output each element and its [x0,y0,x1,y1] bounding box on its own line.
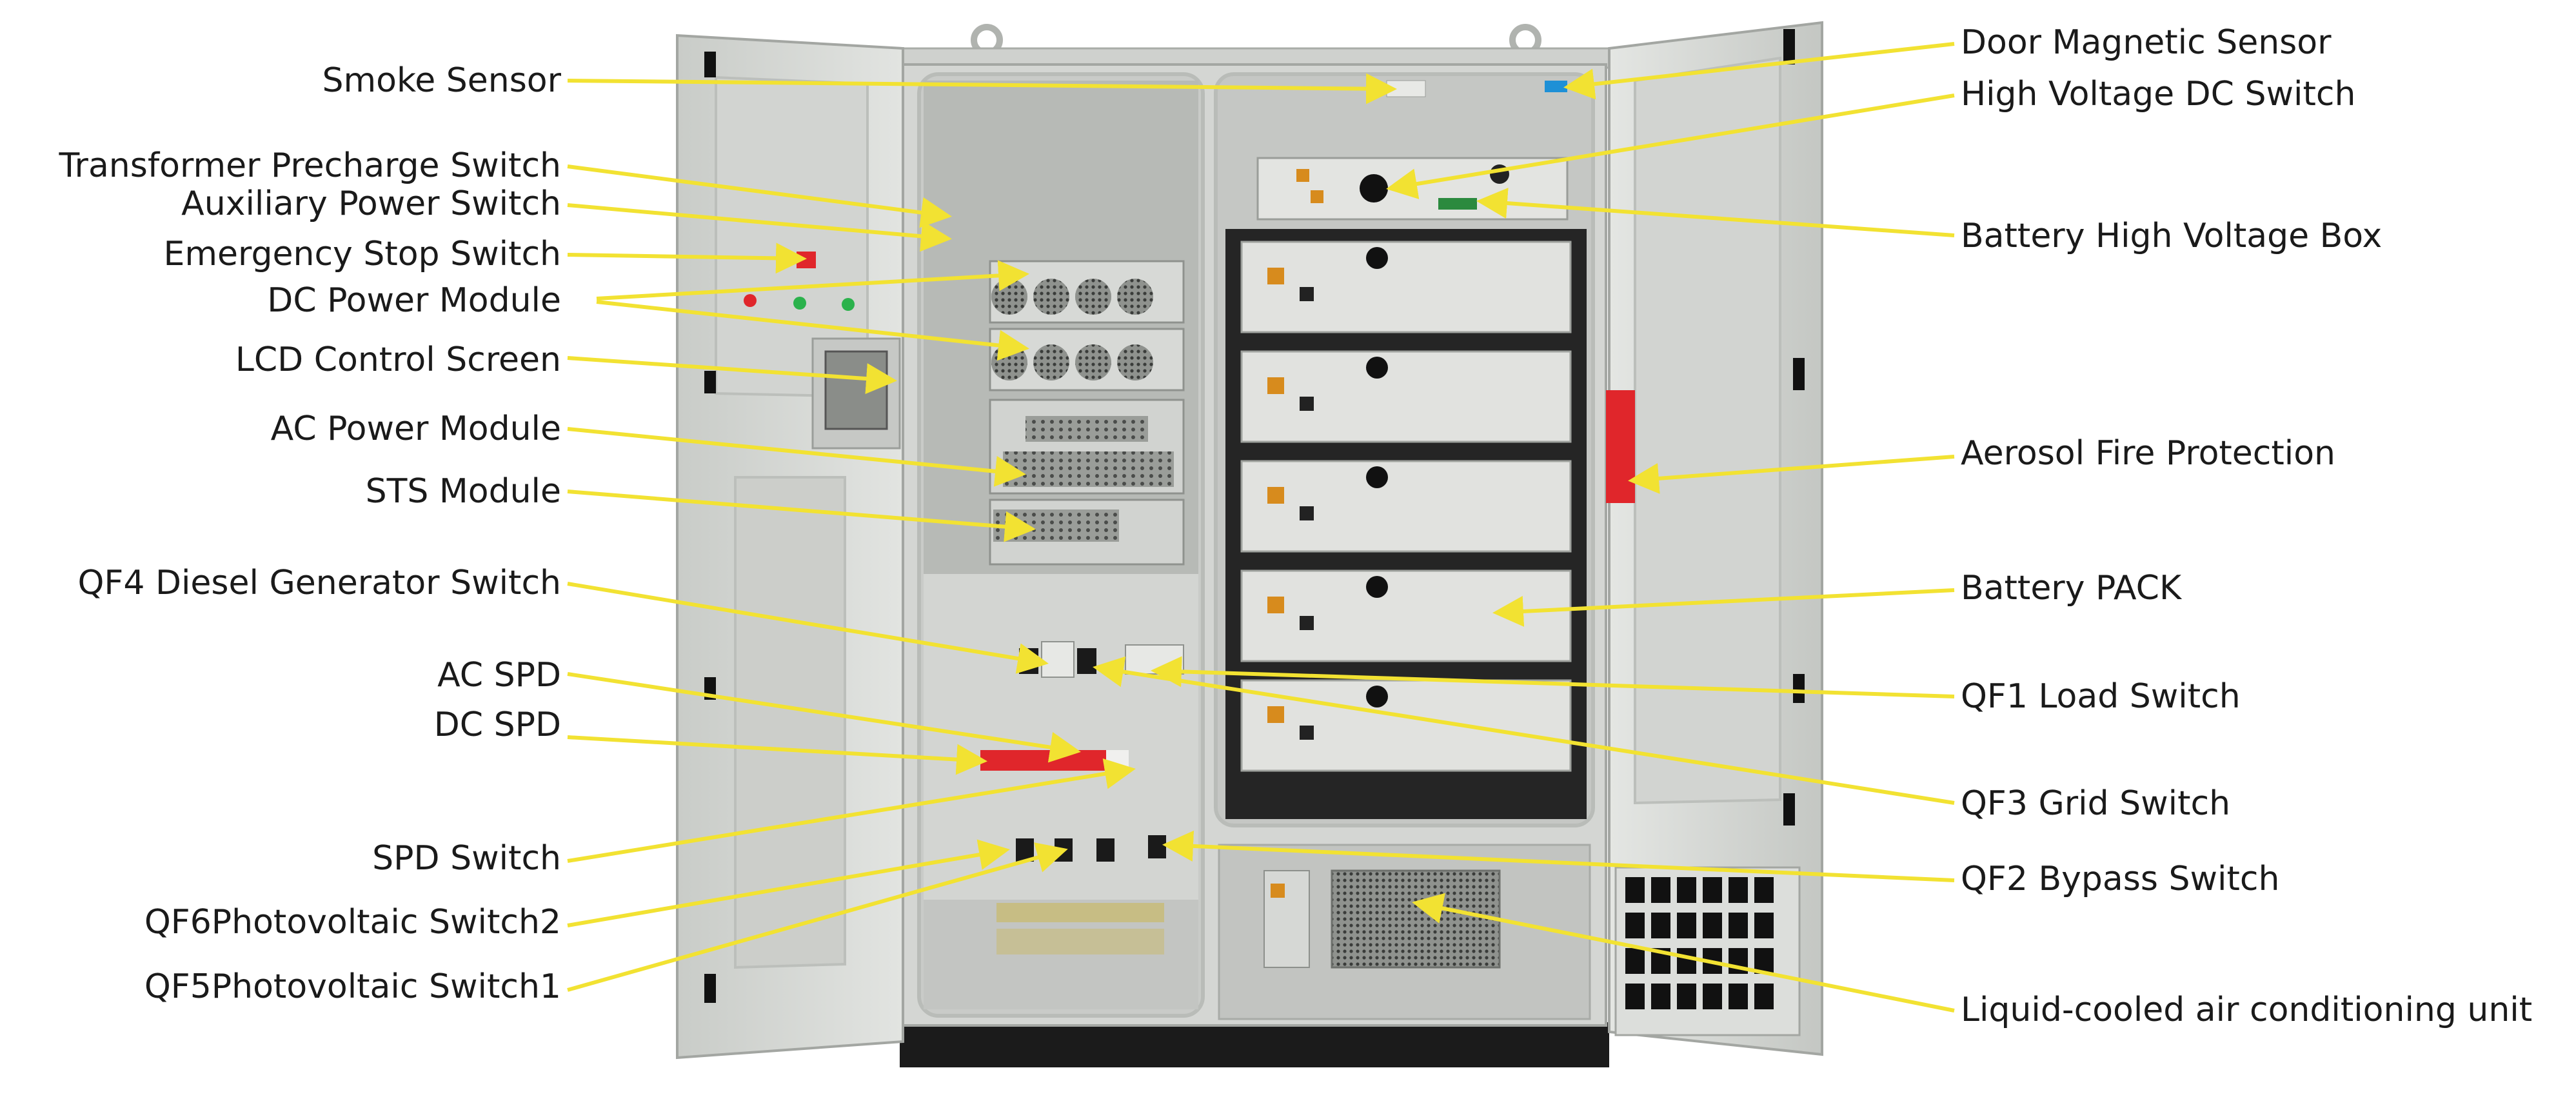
leader-qf6 [567,839,1010,927]
leader-ac-spd [567,672,1081,763]
label-qf5-photovoltaic-switch1: QF5Photovoltaic Switch1 [144,967,561,1006]
leader-auxiliary-power [567,203,952,252]
dc-power-modules [989,260,1185,391]
label-ac-spd: AC SPD [437,656,561,695]
leader-qf2 [1162,830,1955,882]
label-auxiliary-power-switch: Auxiliary Power Switch [181,184,561,223]
label-qf6-photovoltaic-switch2: QF6Photovoltaic Switch2 [144,903,561,942]
label-high-voltage-dc-switch: High Voltage DC Switch [1961,75,2356,114]
fuse-row [996,903,1164,955]
leader-sts [567,490,1036,542]
battery-packs [1240,241,1572,772]
label-battery-pack: Battery PACK [1961,569,2182,608]
label-emergency-stop-switch: Emergency Stop Switch [163,235,561,273]
leader-qf5 [567,842,1068,992]
leader-battery-hv-box [1476,188,1955,237]
leader-qf1 [1151,656,1955,698]
leader-qf3 [1093,656,1955,805]
label-transformer-precharge-switch: Transformer Precharge Switch [59,146,561,185]
label-battery-high-voltage-box: Battery High Voltage Box [1961,217,2383,255]
label-dc-spd: DC SPD [433,706,561,744]
leader-dc-power-b [596,300,1029,361]
leader-liquid-cooled [1412,893,1955,1013]
label-lcd-control-screen: LCD Control Screen [235,341,561,379]
label-spd-switch: SPD Switch [372,839,561,878]
door-magnetic-sensor-block [1545,81,1567,92]
leader-transformer-precharge [567,164,952,228]
leader-hv-dc-switch [1386,94,1955,199]
label-smoke-sensor: Smoke Sensor [322,61,562,100]
label-dc-power-module: DC Power Module [267,281,561,320]
leader-door-magnetic [1563,42,1955,100]
label-door-magnetic-sensor: Door Magnetic Sensor [1961,23,2332,62]
label-qf4-diesel-generator-switch: QF4 Diesel Generator Switch [77,564,561,602]
label-sts-module: STS Module [365,472,561,511]
leader-lcd [567,356,897,395]
leader-spd-switch [567,758,1136,863]
label-aerosol-fire-protection: Aerosol Fire Protection [1961,434,2335,473]
label-qf1-load-switch: QF1 Load Switch [1961,677,2241,716]
label-qf3-grid-switch: QF3 Grid Switch [1961,784,2231,823]
leader-dc-spd [567,735,987,775]
leader-smoke-sensor [567,73,1397,104]
leader-ac-power [567,427,1026,487]
label-liquid-cooled-air-conditioning-unit: Liquid-cooled air conditioning unit [1961,991,2533,1029]
leader-aerosol [1628,455,1955,494]
label-qf2-bypass-switch: QF2 Bypass Switch [1961,860,2280,898]
label-ac-power-module: AC Power Module [270,410,561,448]
leader-dc-power-a [596,260,1029,301]
cabinet-base [900,1022,1609,1067]
leader-battery-pack [1492,588,1955,627]
leader-emergency-stop [567,242,807,274]
leader-qf4 [567,582,1049,674]
